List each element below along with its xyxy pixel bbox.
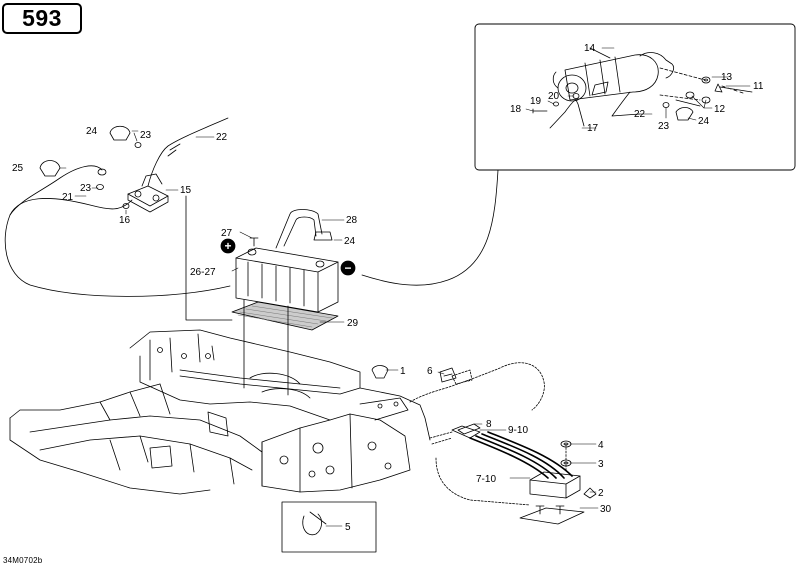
cable-22-inset: [611, 91, 641, 117]
wiring-harness: [409, 362, 545, 411]
callout-7-10: 7-10: [476, 474, 496, 485]
callout-15: 15: [180, 185, 192, 196]
callout-1: 1: [400, 366, 406, 377]
main-ground-cable: [4, 198, 231, 297]
ring-terminal-21: [97, 168, 107, 176]
cable-17: [549, 99, 585, 129]
clamp-detail-box: [281, 501, 377, 553]
screw-27: [249, 237, 259, 247]
callout-22-top: 22: [216, 132, 228, 143]
cap-24-battery: [313, 231, 333, 241]
callout-25: 25: [12, 163, 24, 174]
callout-23-top: 23: [140, 130, 152, 141]
callout-8: 8: [486, 419, 492, 430]
starter-cable: [361, 169, 499, 286]
cable-22-top: [147, 117, 229, 187]
screw-18: [532, 108, 548, 114]
positive-terminal-label: +: [224, 239, 231, 253]
callout-22-inset: 22: [634, 109, 646, 120]
clip-1: [371, 365, 389, 379]
nut-16: [122, 203, 130, 209]
callout-13: 13: [721, 72, 733, 83]
callout-28: 28: [346, 215, 358, 226]
callout-2: 2: [598, 488, 604, 499]
callout-12: 12: [714, 104, 726, 115]
negative-terminal-symbol: [340, 260, 356, 276]
callout-16: 16: [119, 215, 131, 226]
voltage-regulator-harness: [429, 425, 573, 479]
chassis-frame: [9, 329, 431, 495]
callout-4: 4: [598, 440, 604, 451]
callout-26-27: 26-27: [190, 267, 216, 278]
callout-20: 20: [548, 91, 560, 102]
plate-30: [519, 505, 585, 525]
callout-17: 17: [587, 123, 599, 134]
callout-6: 6: [427, 366, 433, 377]
voltage-regulator: [529, 471, 581, 499]
cap-24-inset: [675, 107, 694, 121]
callout-24-top: 24: [86, 126, 98, 137]
nut-12: [675, 91, 711, 107]
cable-21: [9, 165, 103, 216]
connector-8: [457, 423, 481, 435]
callout-24-inset: 24: [698, 116, 710, 127]
callout-18: 18: [510, 104, 522, 115]
callout-3: 3: [598, 459, 604, 470]
mounting-guide-lines: [185, 195, 289, 396]
callout-30: 30: [600, 504, 612, 515]
callout-5: 5: [345, 522, 351, 533]
battery-mat-29: [231, 301, 339, 331]
callout-23-left: 23: [80, 183, 92, 194]
callout-11: 11: [753, 81, 764, 92]
negative-terminal-label: −: [344, 261, 351, 275]
positive-terminal-symbol: [220, 238, 236, 254]
hold-down-strap-28: [275, 209, 323, 249]
nut-23-left: [96, 184, 104, 190]
callout-29: 29: [347, 318, 359, 329]
drawing-code: 34M0702b: [3, 556, 43, 565]
cap-24-top: [109, 125, 131, 141]
callout-labels: 14 13 11 12 20 19 18 17 22 23 24 24 23 2…: [12, 43, 764, 533]
starter-solenoid-15: [127, 173, 169, 213]
callout-19: 19: [530, 96, 542, 107]
cap-25: [39, 160, 61, 177]
nut-13: [701, 76, 711, 84]
nut-23-top: [134, 142, 142, 148]
clamp-5: [302, 511, 327, 536]
callout-23-inset: 23: [658, 121, 670, 132]
starter-axis-dashes: [659, 67, 706, 101]
leader-lines: [59, 47, 751, 527]
bolt-11: [714, 83, 753, 94]
callout-24-battery: 24: [344, 236, 356, 247]
harness-clip-6: [439, 367, 457, 383]
nut-2: [583, 487, 597, 499]
callout-27: 27: [221, 228, 233, 239]
callout-9-10: 9-10: [508, 425, 528, 436]
page-number-badge: 593: [2, 3, 82, 34]
starter-motor: [552, 47, 674, 102]
nut-23-inset: [662, 102, 670, 108]
callout-14: 14: [584, 43, 596, 54]
callout-21: 21: [62, 192, 74, 203]
battery: [235, 247, 339, 313]
starter-detail-inset: [474, 23, 796, 171]
